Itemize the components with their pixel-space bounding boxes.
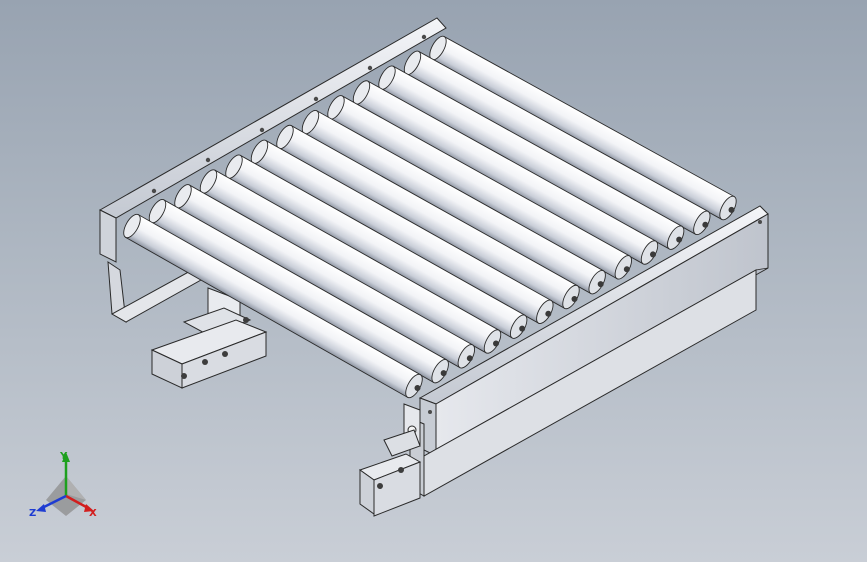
roller-end-cap (483, 329, 502, 354)
y-axis-arrowhead (62, 452, 70, 462)
roller-shaft (623, 266, 630, 273)
roller-shaft (545, 310, 552, 317)
roller (403, 50, 711, 236)
front-frame-bolt-holes (428, 220, 762, 414)
back-frame-bolt-holes (151, 34, 427, 194)
roller (123, 213, 423, 399)
z-axis-arrowhead (36, 504, 46, 512)
front-support-leg (358, 403, 422, 517)
roller-end-cap (123, 213, 141, 239)
roller-shaft (492, 340, 499, 347)
roller-shaft (676, 236, 683, 243)
orientation-triad: Y X Z (29, 451, 97, 519)
roller-shaft (571, 295, 578, 302)
x-axis-label: X (89, 508, 97, 519)
roller (429, 35, 737, 221)
roller-end-cap (614, 255, 632, 280)
back-support-leg (150, 287, 268, 389)
roller (199, 169, 502, 354)
front-side-frame (409, 205, 769, 497)
roller-shaft (440, 370, 447, 377)
roller-shaft (414, 384, 421, 391)
roller (174, 184, 476, 369)
roller (378, 65, 685, 250)
roller (225, 154, 528, 339)
x-axis-arrowhead (84, 504, 94, 512)
roller-shaft (519, 325, 526, 332)
y-axis-label: Y (59, 451, 68, 462)
x-axis-line (65, 494, 89, 510)
z-axis-line (41, 494, 67, 510)
roller-end-cap (536, 299, 554, 324)
roller-shaft (466, 355, 473, 362)
roller-shaft (649, 251, 656, 258)
roller-shaft (702, 221, 709, 228)
back-side-frame (98, 17, 447, 323)
roller-end-cap (405, 373, 423, 399)
z-axis-label: Z (29, 508, 36, 519)
roller-shaft (597, 281, 604, 288)
roller-group (123, 35, 737, 399)
roller-shaft (728, 206, 735, 213)
